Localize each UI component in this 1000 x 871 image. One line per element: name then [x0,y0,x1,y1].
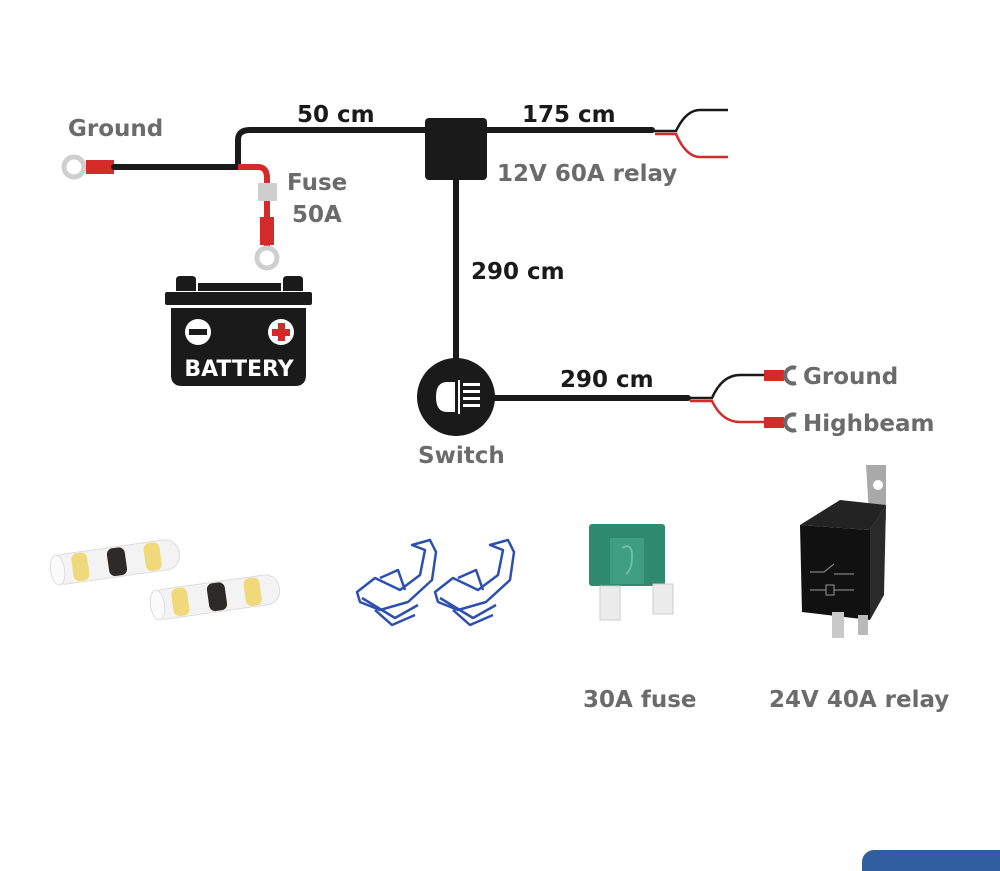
battery-icon [165,276,312,386]
ground-lead [688,373,765,400]
relay-24v-icon [800,465,886,638]
fuse-50a-icon [258,183,277,201]
positive-wire [238,164,270,250]
length-290cm-horizontal: 290 cm [560,367,654,393]
scotch-lock-connector-icon [433,538,516,627]
maxi-fuse-icon [589,524,674,621]
relay-24v-label: 24V 40A relay [769,687,949,713]
ground-wire [111,127,428,170]
ground-label: Ground [68,116,163,142]
switch-label: Switch [418,443,505,469]
ground-output-label: Ground [803,364,898,390]
scotch-lock-connector-icon [355,538,438,627]
blue-tab-button[interactable] [862,850,1000,871]
relay-label: 12V 60A relay [497,161,677,187]
length-50cm: 50 cm [297,102,375,128]
fuse-30a-label: 30A fuse [583,687,696,713]
output-black-lead [652,108,728,133]
ground-ring-terminal [61,154,114,180]
highbeam-lead [690,399,765,424]
switch-icon [417,358,495,436]
length-175cm: 175 cm [522,102,616,128]
relay-box-icon [425,118,487,180]
positive-crimp [260,217,274,245]
fork-terminal-icon [764,412,797,433]
solder-connector-icon [149,574,281,621]
battery-ring-terminal [254,245,280,271]
fuse-label: Fuse [287,170,347,196]
solder-connector-icon [49,539,181,586]
output-red-lead [655,132,728,159]
battery-label: BATTERY [184,357,294,382]
length-290cm-vertical: 290 cm [471,259,565,285]
fork-terminal-icon [764,365,797,386]
highbeam-label: Highbeam [803,411,935,437]
fuse-rating: 50A [292,202,342,228]
